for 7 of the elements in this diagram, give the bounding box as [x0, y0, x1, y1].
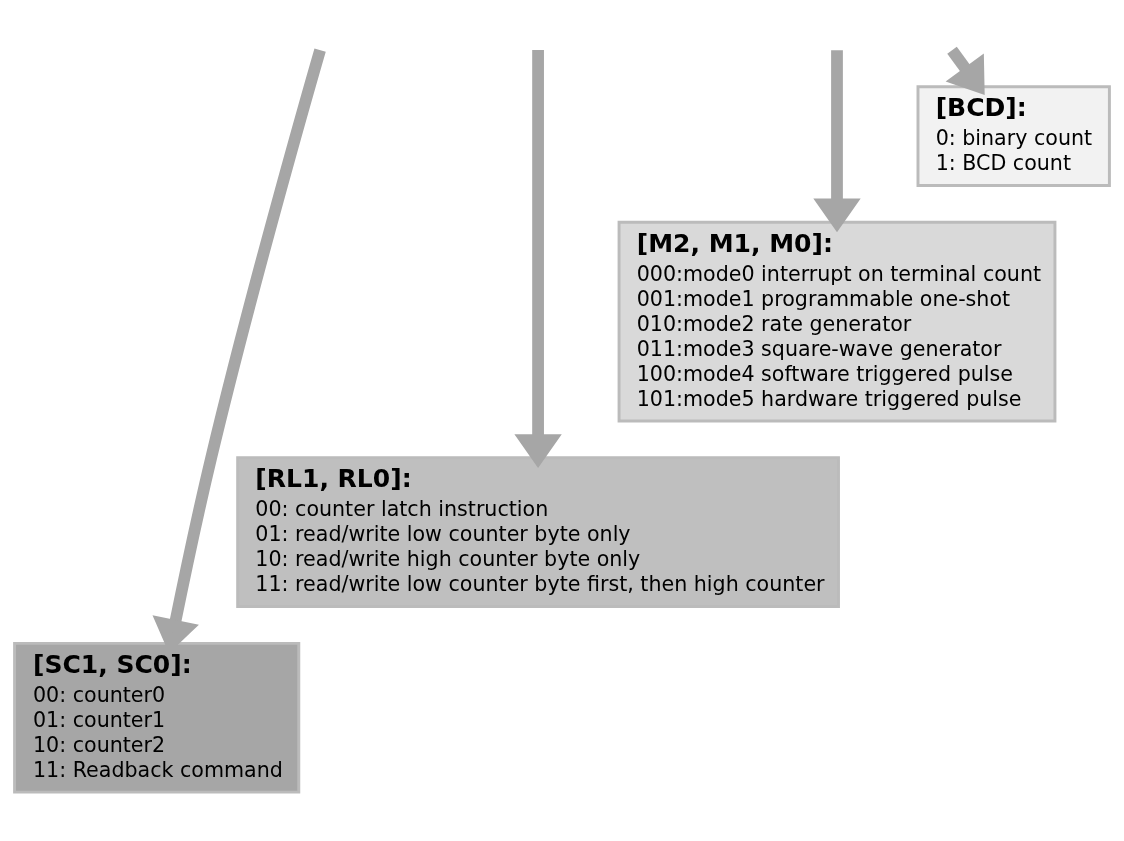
node-box: [SC1, SC0]: 00: counter0 01: counter1 10: counter2 11: Readback command: [13, 641, 301, 794]
arrow: [514, 50, 562, 468]
node-box: [M2, M1, M0]: 000:mode0 interrupt on terminal count 001:mode1 programmable one-shot 010:mode2 rate generator 011:mode3 square-wave generator 100:mode4 software triggered pulse 101:mode5 hardware triggered pulse: [617, 220, 1057, 423]
node-box: [RL1, RL0]: 00: counter latch instruction 01: read/write low counter byte only 10: read/write high counter byte only 11: read/write low counter byte first, then high counter: [236, 456, 840, 609]
node-box: [BCD]: 0: binary count 1: BCD count: [916, 85, 1111, 187]
arrow: [945, 46, 985, 95]
arrow: [813, 50, 861, 233]
